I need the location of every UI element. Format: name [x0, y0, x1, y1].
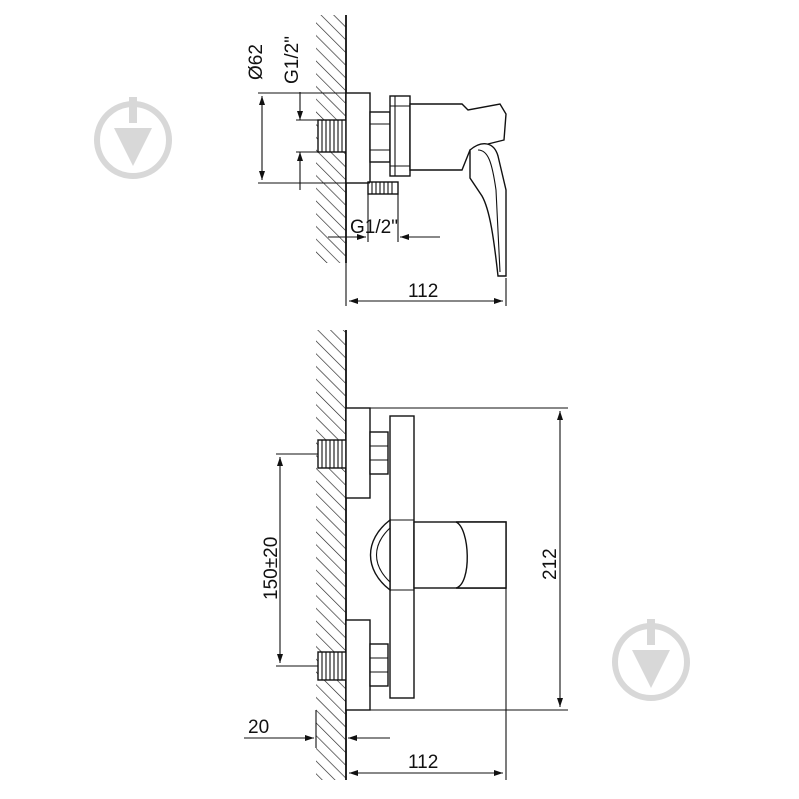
front-pipe-thread-top [317, 439, 347, 469]
watermark-icon-left [94, 97, 172, 179]
side-dim-thread-top: G1/2" [282, 36, 303, 84]
front-view: 150±20 212 20 112 [244, 330, 568, 780]
side-flange [345, 92, 371, 184]
side-dim-thread-bottom: G1/2" [350, 217, 398, 238]
front-handle [455, 521, 507, 589]
side-view: Ø62 G1/2" G1/2" 112 [246, 15, 507, 306]
front-dim-spacing: 150±20 [261, 537, 282, 600]
front-wall-hatch [316, 330, 346, 780]
side-mixer-body [409, 103, 507, 171]
front-dim-height: 212 [540, 548, 561, 580]
front-dim-depth: 20 [248, 717, 269, 738]
side-pipe-thread [321, 120, 343, 152]
side-dim-diameter: Ø62 [246, 44, 267, 80]
side-handle-lever [469, 143, 507, 277]
side-dim-width: 112 [408, 281, 438, 302]
front-dim-width: 112 [408, 752, 438, 773]
front-back-plate [389, 415, 415, 699]
front-pipe-thread-bottom [317, 651, 347, 681]
watermark-icon-right [612, 619, 690, 701]
